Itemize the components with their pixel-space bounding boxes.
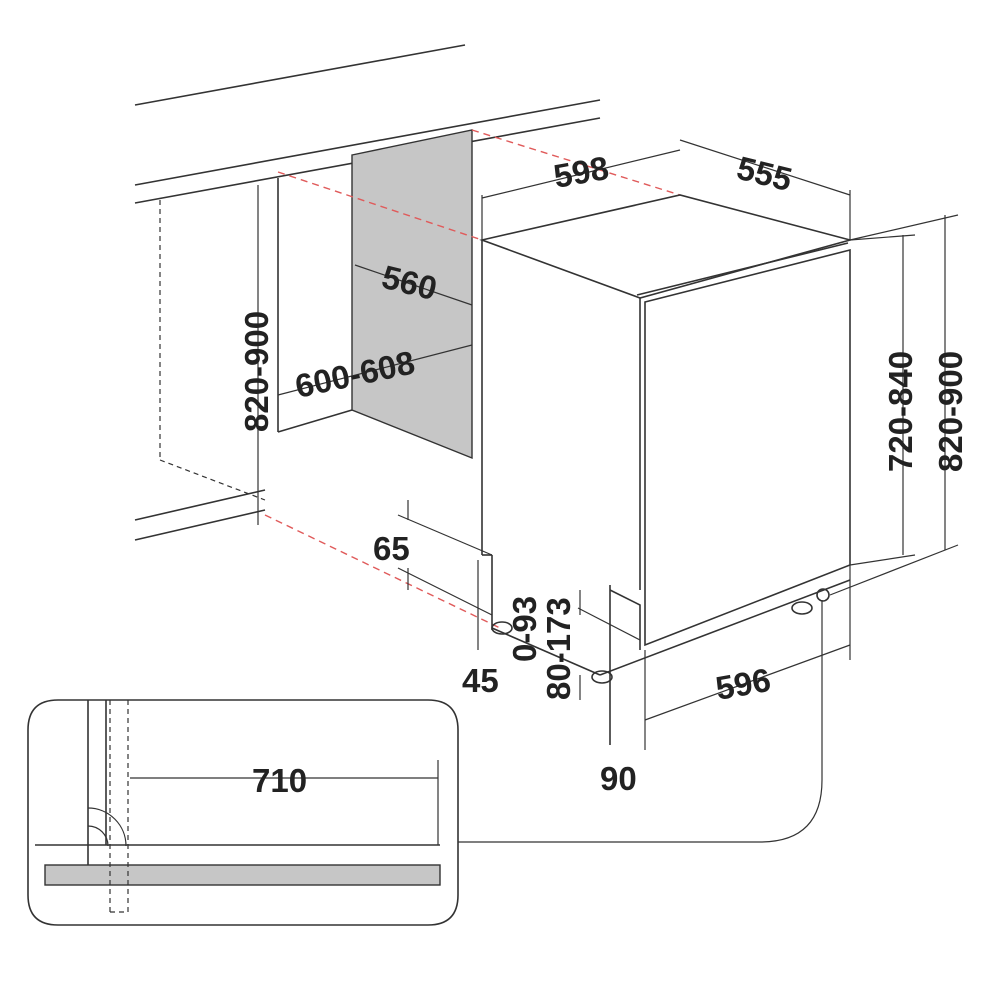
dim-door-width: 596 (713, 661, 774, 707)
adjacent-cabinet (134, 178, 353, 541)
dim-niche-height: 820-900 (238, 311, 275, 432)
dim-front-foot-adjust: 0-93 (506, 596, 543, 662)
dim-appliance-depth: 555 (733, 149, 795, 198)
foot-front-right (591, 670, 613, 684)
dim-rear-foot-adjust: 80-173 (540, 597, 577, 700)
dim-door-offset: 90 (600, 760, 637, 797)
dim-plinth-offset: 45 (462, 662, 499, 699)
dim-total-height: 820-900 (932, 351, 969, 472)
inset-door-panel (44, 864, 441, 886)
guide-lines (264, 129, 681, 629)
foot-rear (791, 601, 813, 615)
dishwasher-door (644, 248, 851, 647)
detail-inset (27, 600, 823, 926)
dimension-lines (257, 139, 959, 750)
foot-front-left (491, 621, 513, 635)
dim-appliance-width: 598 (551, 149, 612, 195)
hose-outlet (816, 588, 830, 602)
dim-appliance-height: 720-840 (882, 351, 919, 472)
dim-plinth-height: 65 (373, 530, 410, 567)
dim-inset-clearance: 710 (252, 762, 307, 799)
niche-back-panel (351, 129, 473, 460)
